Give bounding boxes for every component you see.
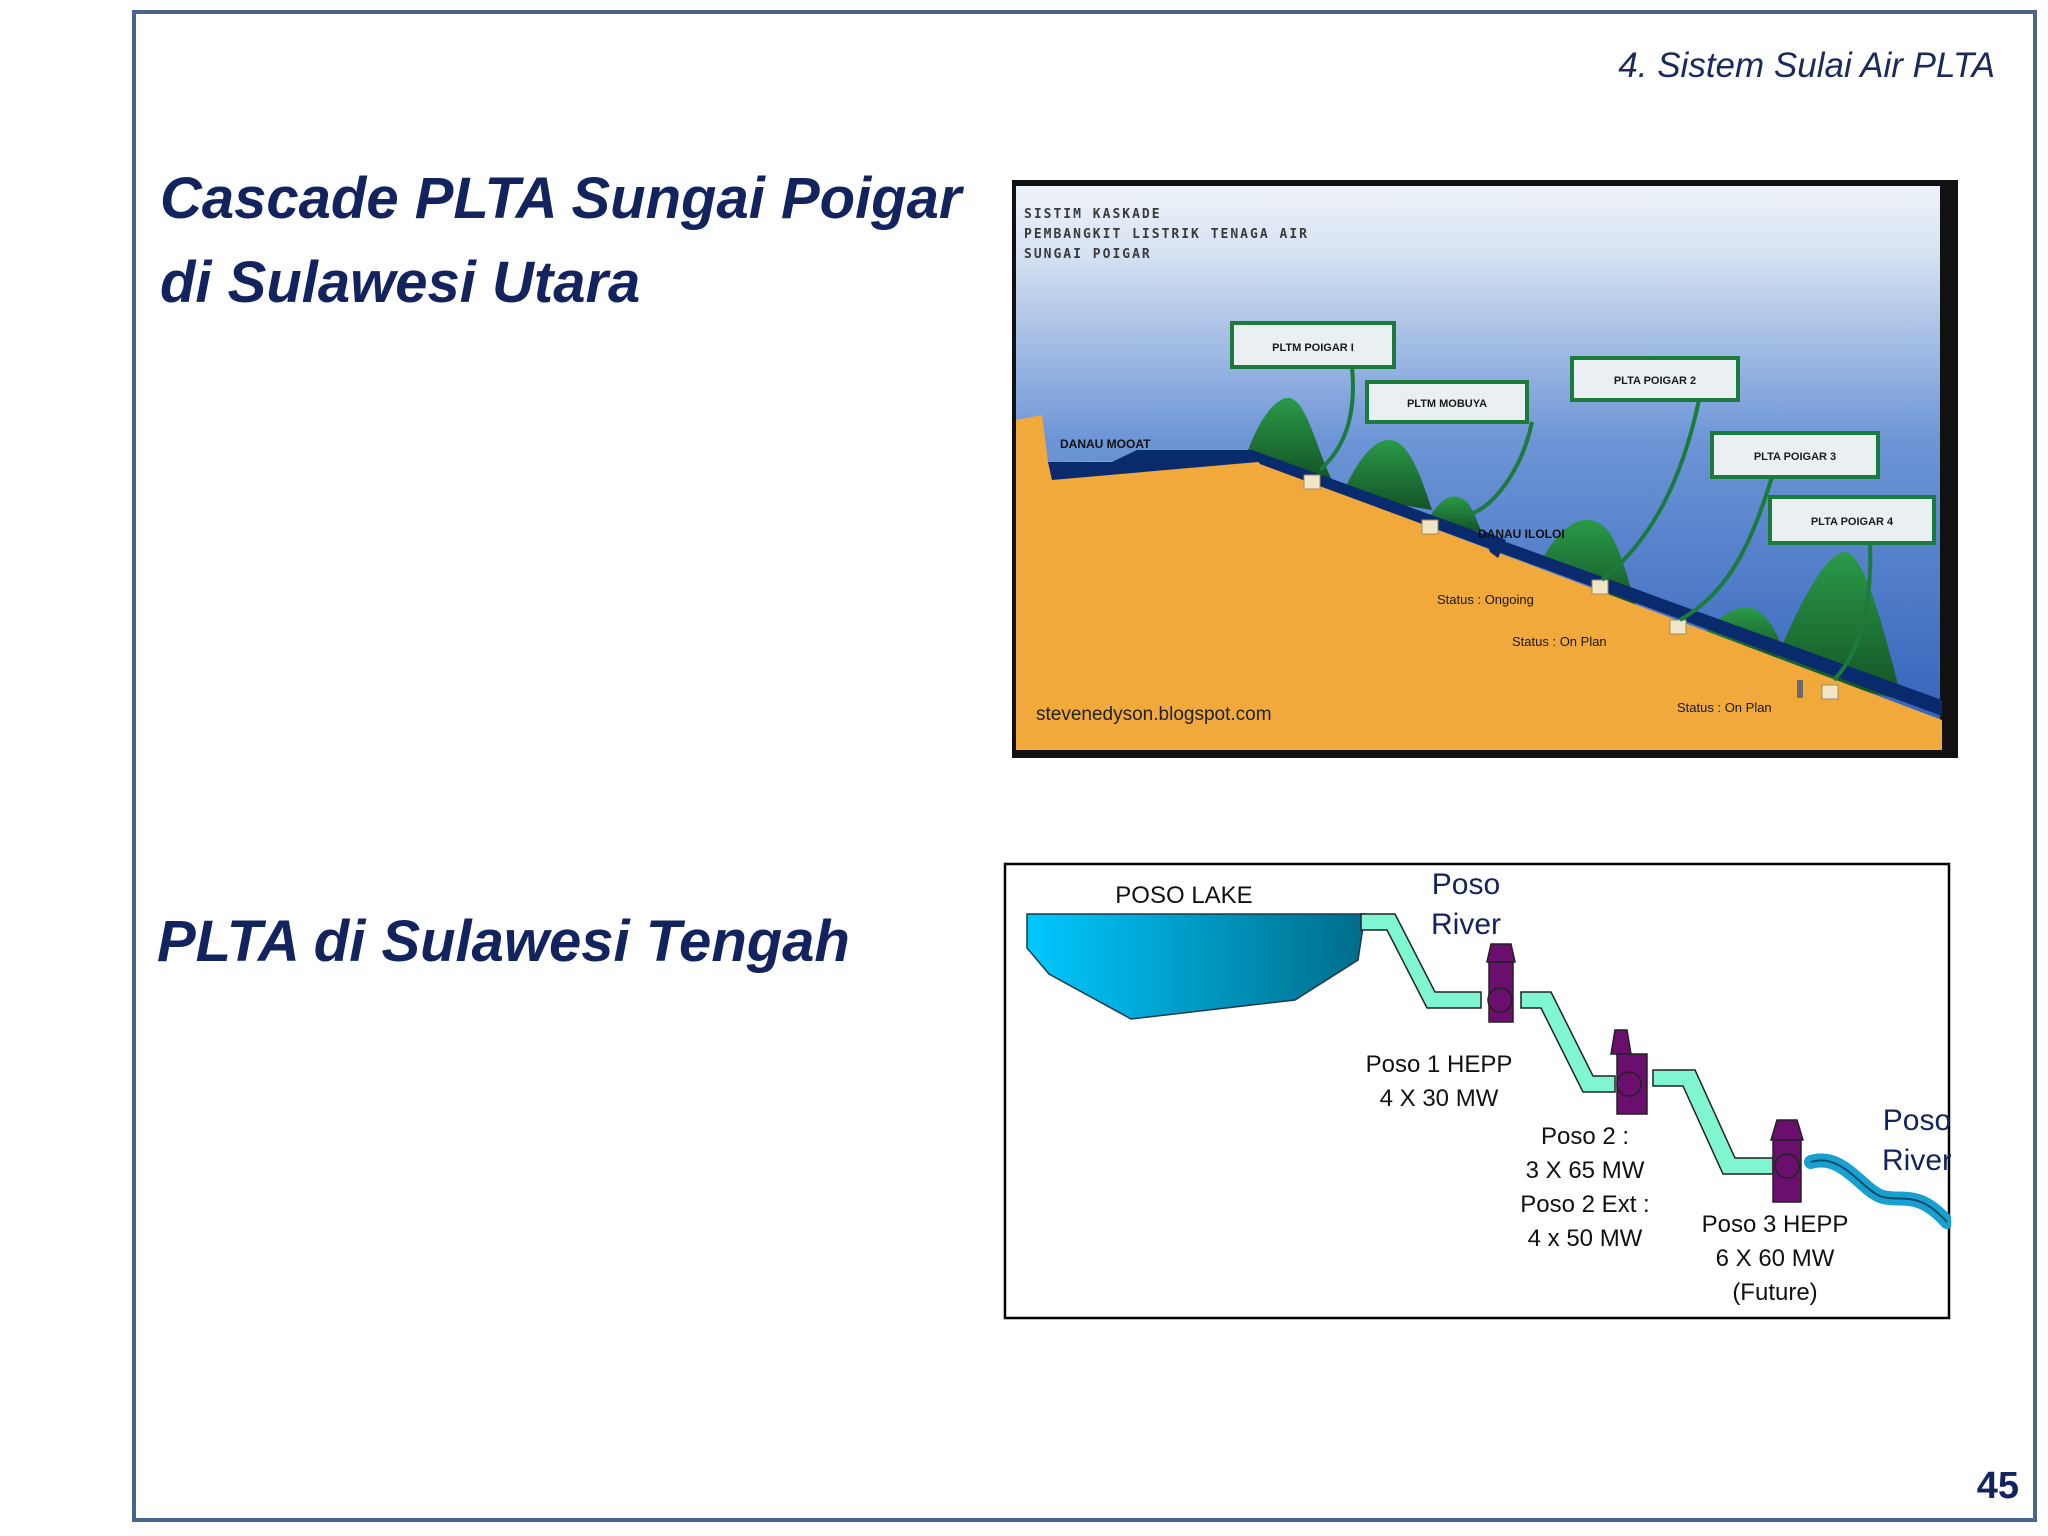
label-status-on-plan-1: Status : On Plan [1512, 634, 1607, 649]
label-poso-1-line-2: 4 X 30 MW [1380, 1085, 1499, 1112]
arrow-mobuya [1466, 421, 1534, 517]
label-poso-2-line-2: 3 X 65 MW [1526, 1157, 1645, 1184]
poigar-title-line-3: SUNGAI POIGAR [1024, 247, 1152, 262]
arrow-poigar-4 [1832, 542, 1873, 682]
poigar-cascade-image: SISTIM KASKADE PEMBANGKIT LISTRIK TENAGA… [1012, 180, 1958, 758]
poso-2-powerhouse [1610, 1029, 1648, 1115]
heading-poso: PLTA di Sulawesi Tengah [157, 909, 850, 974]
penstock-1 [1360, 913, 1482, 1009]
callout-pltm-mobuya [1365, 380, 1529, 424]
label-poso-2-line-3: Poso 2 Ext : [1520, 1191, 1649, 1218]
danau-mooat-water [1048, 450, 1292, 480]
label-poso-river-2-line-1: Poso [1883, 1104, 1951, 1137]
section-title: 4. Sistem Sulai Air PLTA [1618, 46, 1995, 85]
label-poso-3-line-3: (Future) [1732, 1279, 1817, 1306]
powerhouse-4 [1669, 619, 1687, 635]
callout-pltm-poigar-1 [1230, 321, 1396, 369]
label-poso-river-1-line-2: River [1431, 908, 1501, 941]
poso-3-powerhouse [1769, 1119, 1805, 1203]
powerhouse-5 [1821, 684, 1839, 700]
dam-marker [1797, 680, 1803, 698]
label-poso-river-2-line-2: River [1882, 1144, 1951, 1177]
label-poso-3-line-2: 6 X 60 MW [1716, 1245, 1835, 1272]
label-plta-poigar-3: PLTA POIGAR 3 [1754, 451, 1836, 463]
land [1016, 415, 1942, 750]
poigar-title-line-2: PEMBANGKIT LISTRIK TENAGA AIR [1024, 227, 1309, 242]
heading-poigar: Cascade PLTA Sungai Poigar di Sulawesi U… [160, 157, 961, 325]
callout-plta-poigar-2 [1570, 356, 1740, 402]
slide-frame: 4. Sistem Sulai Air PLTA 45 [132, 10, 2037, 1522]
danau-iloloi-water [1482, 530, 1506, 558]
poso-cascade-diagram: POSO LAKE Poso River Poso River [1003, 862, 1951, 1320]
heading-poigar-line-1: Cascade PLTA Sungai Poigar [160, 166, 962, 231]
label-plta-poigar-4: PLTA POIGAR 4 [1811, 516, 1894, 528]
powerhouse-2 [1421, 519, 1439, 535]
label-danau-mooat: DANAU MOOAT [1060, 437, 1151, 451]
heading-poigar-line-2: di Sulawesi Utara [160, 250, 641, 315]
label-poso-2-line-4: 4 x 50 MW [1528, 1225, 1643, 1252]
label-poso-river-1-line-1: Poso [1432, 868, 1500, 901]
label-status-on-plan-2: Status : On Plan [1677, 700, 1772, 715]
arrow-poigar-3 [1678, 476, 1774, 622]
label-poso-3-line-1: Poso 3 HEPP [1702, 1211, 1849, 1238]
penstock-2 [1520, 991, 1616, 1093]
poso-1-powerhouse [1486, 943, 1516, 1023]
label-pltm-poigar-1: PLTM POIGAR I [1272, 342, 1354, 354]
arrow-poigar-2 [1600, 399, 1701, 582]
label-poso-2-line-1: Poso 2 : [1541, 1123, 1629, 1150]
label-plta-poigar-2: PLTA POIGAR 2 [1614, 375, 1696, 387]
label-poso-lake: POSO LAKE [1115, 882, 1252, 909]
label-poso-1-line-1: Poso 1 HEPP [1366, 1051, 1513, 1078]
label-status-ongoing: Status : Ongoing [1437, 592, 1534, 607]
page-number: 45 [1976, 1465, 2019, 1507]
callout-plta-poigar-4 [1768, 495, 1936, 545]
powerhouse-1 [1303, 474, 1321, 490]
poso-river-outline [1810, 1159, 1948, 1223]
hill-3 [1427, 496, 1482, 532]
powerhouse-3 [1591, 579, 1609, 595]
poigar-title-line-1: SISTIM KASKADE [1024, 207, 1162, 222]
arrow-poigar-1 [1318, 366, 1355, 472]
label-danau-iloloi: DANAU ILOLOI [1478, 527, 1565, 541]
label-pltm-mobuya: PLTM MOBUYA [1407, 398, 1487, 410]
watermark: stevenedyson.blogspot.com [1036, 704, 1272, 725]
callout-plta-poigar-3 [1710, 431, 1880, 479]
